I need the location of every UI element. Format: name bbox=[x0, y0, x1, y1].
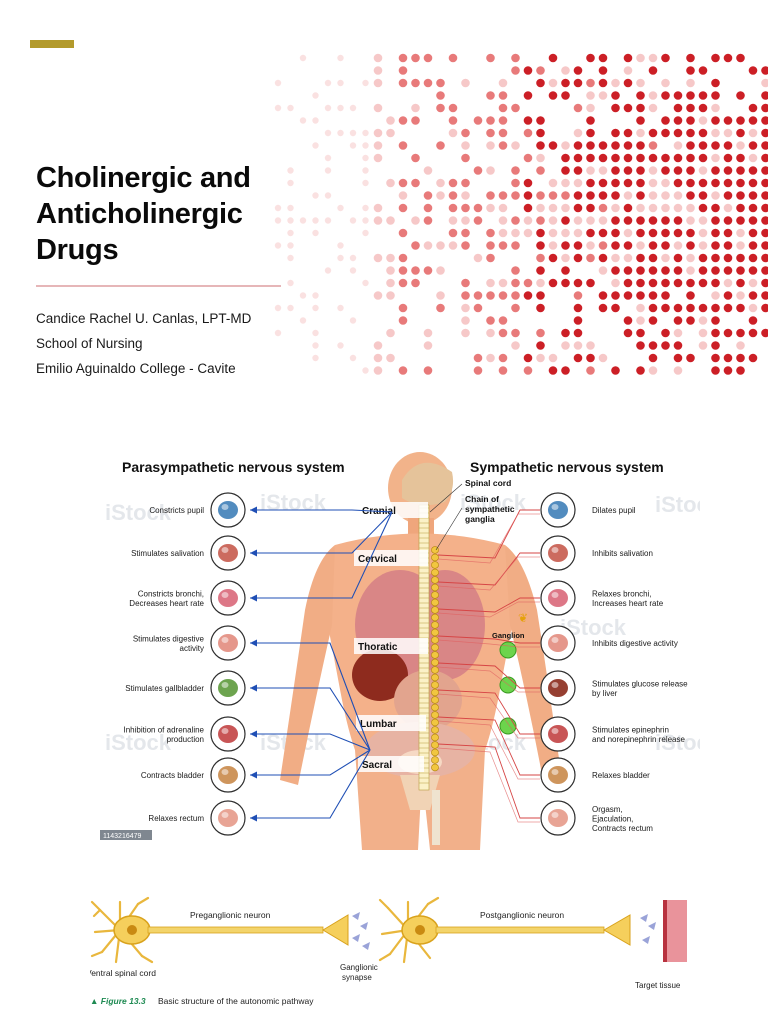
organ-icon bbox=[210, 757, 246, 793]
sympathetic-effect-label: and norepinephrin release bbox=[592, 735, 686, 744]
sympathetic-chain bbox=[431, 546, 439, 772]
autonomic-nervous-system-diagram: iStock iStock iStock iStock iStock iStoc… bbox=[100, 452, 700, 850]
title-slide: Cholinergic and Anticholinergic Drugs Ca… bbox=[0, 0, 768, 430]
organ-icon bbox=[210, 625, 246, 661]
parasympathetic-effect-label: production bbox=[167, 735, 204, 744]
ganglion-label: Ganglion bbox=[492, 631, 525, 640]
stock-id: 1143216479 bbox=[103, 833, 142, 840]
parasympathetic-effect-label: Relaxes rectum bbox=[148, 814, 204, 823]
ventral-label: Ventral spinal cord bbox=[90, 968, 156, 978]
sympathetic-effect-label: Stimulates glucose release bbox=[592, 680, 688, 689]
sympathetic-effect-label: Orgasm, bbox=[592, 805, 623, 814]
organ-icon bbox=[210, 670, 246, 706]
chain-label-2: sympathetic bbox=[465, 504, 515, 514]
organ-icon bbox=[540, 580, 576, 616]
sympathetic-effect-label: Relaxes bronchi, bbox=[592, 590, 652, 599]
preganglionic-neuron-icon bbox=[90, 896, 349, 964]
school-name: School of Nursing bbox=[36, 336, 143, 351]
parasympathetic-header: Parasympathetic nervous system bbox=[122, 459, 345, 475]
organ-icon bbox=[540, 625, 576, 661]
right-organ-icons bbox=[540, 492, 576, 836]
postganglionic-neuron-icon bbox=[378, 896, 631, 964]
region-cervical: Cervical bbox=[358, 554, 397, 565]
title-line-1: Cholinergic and bbox=[36, 162, 251, 194]
region-thoracic: Thoratic bbox=[358, 642, 398, 653]
spine-callouts: Spinal cord Chain of sympathetic ganglia… bbox=[429, 478, 525, 640]
organ-icon bbox=[540, 800, 576, 836]
svg-text:iStock: iStock bbox=[655, 730, 700, 755]
figure-caption-label: ▲ Figure 13.3 bbox=[90, 996, 146, 1006]
spinal-cord-label: Spinal cord bbox=[465, 478, 511, 488]
organ-icon bbox=[210, 492, 246, 528]
svg-text:iStock: iStock bbox=[105, 500, 172, 525]
svg-text:❦: ❦ bbox=[518, 611, 528, 625]
parasympathetic-effect-label: Contracts bladder bbox=[141, 771, 204, 780]
target-label: Target tissue bbox=[635, 981, 681, 990]
title-line-3: Drugs bbox=[36, 234, 119, 266]
postganglionic-label: Postganglionic neuron bbox=[480, 910, 564, 920]
parasympathetic-effect-label: Stimulates salivation bbox=[131, 549, 204, 558]
sympathetic-effect-label: Inhibits salivation bbox=[592, 549, 653, 558]
parasympathetic-effect-label: activity bbox=[180, 644, 204, 653]
sympathetic-effect-label: Dilates pupil bbox=[592, 506, 636, 515]
organ-icon bbox=[210, 716, 246, 752]
region-sacral: Sacral bbox=[362, 760, 392, 771]
slide-subtitle: Candice Rachel U. Canlas, LPT-MD School … bbox=[36, 306, 251, 381]
left-organ-icons bbox=[210, 492, 246, 836]
sympathetic-effect-label: Inhibits digestive activity bbox=[592, 639, 678, 648]
parasympathetic-effect-label: Constricts pupil bbox=[149, 506, 204, 515]
figure-caption-text: Basic structure of the autonomic pathway bbox=[158, 996, 314, 1006]
svg-text:iStock: iStock bbox=[260, 490, 327, 515]
sympathetic-effect-label: by liver bbox=[592, 689, 618, 698]
sympathetic-effect-label: Ejaculation, bbox=[592, 815, 633, 824]
sympathetic-effect-label: Stimulates epinephrin bbox=[592, 726, 669, 735]
synapse-label-2: synapse bbox=[342, 973, 372, 982]
effector-synapse-icon bbox=[640, 914, 656, 944]
dot-pattern-graphic bbox=[274, 53, 768, 375]
organ-icon bbox=[540, 757, 576, 793]
synapse-label-1: Ganglionic bbox=[340, 963, 378, 972]
preganglionic-label: Preganglionic neuron bbox=[190, 910, 271, 920]
college-name: Emilio Aguinaldo College - Cavite bbox=[36, 361, 236, 376]
parasympathetic-effect-label: Stimulates digestive bbox=[133, 635, 205, 644]
sympathetic-pathways bbox=[437, 509, 540, 823]
title-divider bbox=[36, 285, 281, 287]
parasympathetic-effect-label: Inhibition of adrenaline bbox=[123, 726, 204, 735]
organ-icon bbox=[210, 800, 246, 836]
chain-label-1: Chain of bbox=[465, 494, 499, 504]
svg-text:iStock: iStock bbox=[655, 492, 700, 517]
synapse-icon bbox=[352, 912, 370, 950]
svg-text:iStock: iStock bbox=[460, 490, 527, 515]
parasympathetic-effect-label: Constricts bronchi, bbox=[138, 590, 204, 599]
chain-label-3: ganglia bbox=[465, 514, 495, 524]
organ-icon bbox=[540, 492, 576, 528]
parasympathetic-pathways bbox=[250, 506, 393, 822]
slide-title: Cholinergic and Anticholinergic Drugs bbox=[36, 160, 296, 268]
organ-icon bbox=[540, 716, 576, 752]
accent-bar bbox=[30, 40, 74, 48]
organ-icon bbox=[540, 670, 576, 706]
organ-icon bbox=[540, 535, 576, 571]
sympathetic-effect-label: Relaxes bladder bbox=[592, 771, 650, 780]
parasympathetic-effect-label: Stimulates gallbladder bbox=[125, 684, 204, 693]
sympathetic-effect-label: Increases heart rate bbox=[592, 599, 664, 608]
organ-icon bbox=[210, 580, 246, 616]
sympathetic-header: Sympathetic nervous system bbox=[470, 459, 664, 475]
spinal-region-labels: Cranial Cervical Thoratic Lumbar Sacral bbox=[354, 502, 428, 772]
organ-icon bbox=[210, 535, 246, 571]
region-lumbar: Lumbar bbox=[360, 719, 397, 730]
svg-text:iStock: iStock bbox=[105, 730, 172, 755]
autonomic-pathway-figure: Preganglionic neuron Postganglionic neur… bbox=[90, 896, 687, 1006]
title-line-2: Anticholinergic bbox=[36, 198, 243, 230]
sympathetic-effect-label: Contracts rectum bbox=[592, 824, 653, 833]
author-name: Candice Rachel U. Canlas, LPT-MD bbox=[36, 311, 252, 326]
parasympathetic-effect-label: Decreases heart rate bbox=[129, 599, 204, 608]
